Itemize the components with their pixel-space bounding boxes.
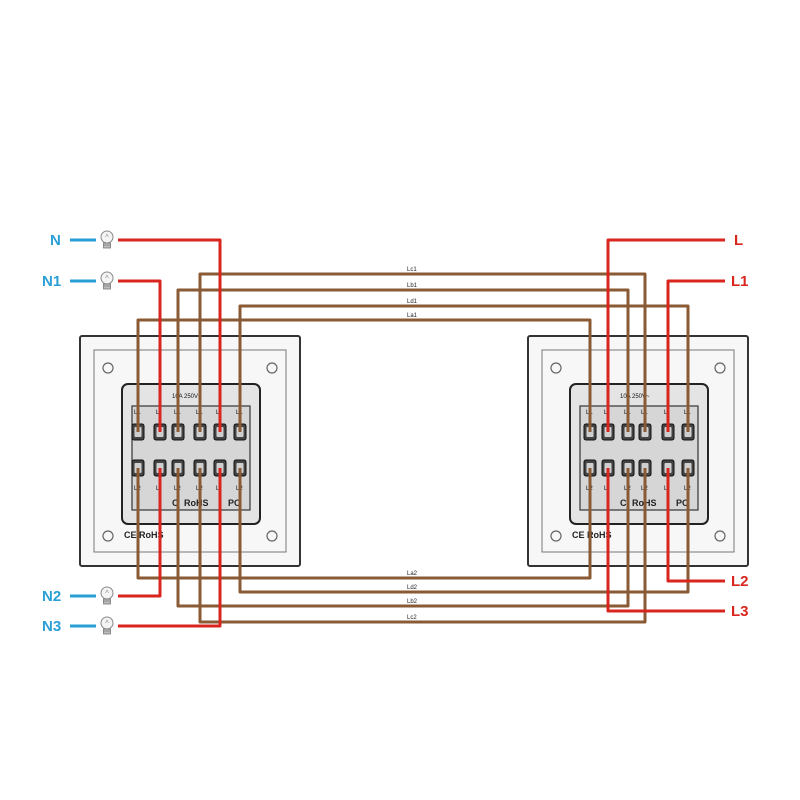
traveler-lc2 [198, 468, 647, 624]
traveler-ld1 [238, 304, 690, 432]
traveler-wires [136, 272, 690, 624]
neutral-wires [70, 238, 96, 628]
wire-label-lc1: Lc1 [407, 267, 417, 273]
right-terminal-label: L [664, 410, 668, 416]
label-n3: N3 [42, 618, 61, 635]
wire-labels-top: Lc1 Lb1 Ld1 La1 [407, 267, 418, 319]
live-wires [118, 238, 725, 628]
left-terminal-label: L [156, 486, 160, 492]
traveler-la2 [136, 468, 592, 580]
bulb-icon [100, 616, 114, 635]
left-switch: 10A 250V~ CE RoHS RoHS PO C [79, 335, 301, 567]
traveler-ld2 [238, 468, 690, 594]
right-switch-ce-rohs: CE RoHS [572, 530, 612, 540]
wire-label-ld2: Ld2 [407, 585, 418, 591]
label-n: N [50, 232, 61, 249]
label-l2: L2 [731, 573, 749, 590]
wire-label-ld1: Ld1 [407, 299, 418, 305]
bulb-icon [100, 271, 114, 290]
left-switch-po: PO [228, 498, 241, 508]
right-switch: 10A 250V~ CE RoHS RoHS PO C [527, 335, 749, 567]
right-switch-rating: 10A 250V~ [620, 394, 650, 400]
label-l1: L1 [731, 273, 749, 290]
traveler-lb2 [176, 468, 630, 608]
label-n2: N2 [42, 588, 61, 605]
label-n1: N1 [42, 273, 61, 290]
right-terminal-label: L [664, 486, 668, 492]
wire-labels-bottom: La2 Ld2 Lb2 Lc2 [407, 571, 418, 621]
left-switch-rohs: RoHS [184, 498, 209, 508]
left-switch-c: C [172, 498, 179, 508]
label-l: L [734, 232, 743, 249]
wire-n2-load [118, 468, 162, 598]
wire-label-la2: La2 [407, 571, 418, 577]
right-terminal-label: L [604, 410, 608, 416]
wire-label-lb2: Lb2 [407, 599, 418, 605]
wire-l1-feed [666, 279, 725, 432]
right-terminal-label: L [604, 486, 608, 492]
bulb-icon [100, 586, 114, 605]
left-terminal-label: L [156, 410, 160, 416]
left-terminal-label: L [216, 410, 220, 416]
wire-n3-load [118, 468, 222, 628]
label-l3: L3 [731, 603, 749, 620]
right-switch-c: C [620, 498, 627, 508]
left-switch-rating: 10A 250V~ [172, 394, 202, 400]
traveler-la1 [136, 318, 592, 432]
wire-label-lb1: Lb1 [407, 283, 418, 289]
wire-l-feed [606, 238, 725, 432]
traveler-lb1 [176, 288, 630, 432]
wire-label-la1: La1 [407, 313, 418, 319]
left-switch-ce-rohs: CE RoHS [124, 530, 164, 540]
traveler-lc1 [198, 272, 647, 432]
right-switch-po: PO [676, 498, 689, 508]
bulb-icon [100, 230, 114, 249]
left-terminal-label: L [216, 486, 220, 492]
wire-l3-feed [606, 468, 725, 613]
wire-n1-load [118, 279, 162, 432]
wire-n-load [118, 238, 222, 432]
wire-label-lc2: Lc2 [407, 615, 417, 621]
wire-l2-feed [666, 468, 725, 583]
